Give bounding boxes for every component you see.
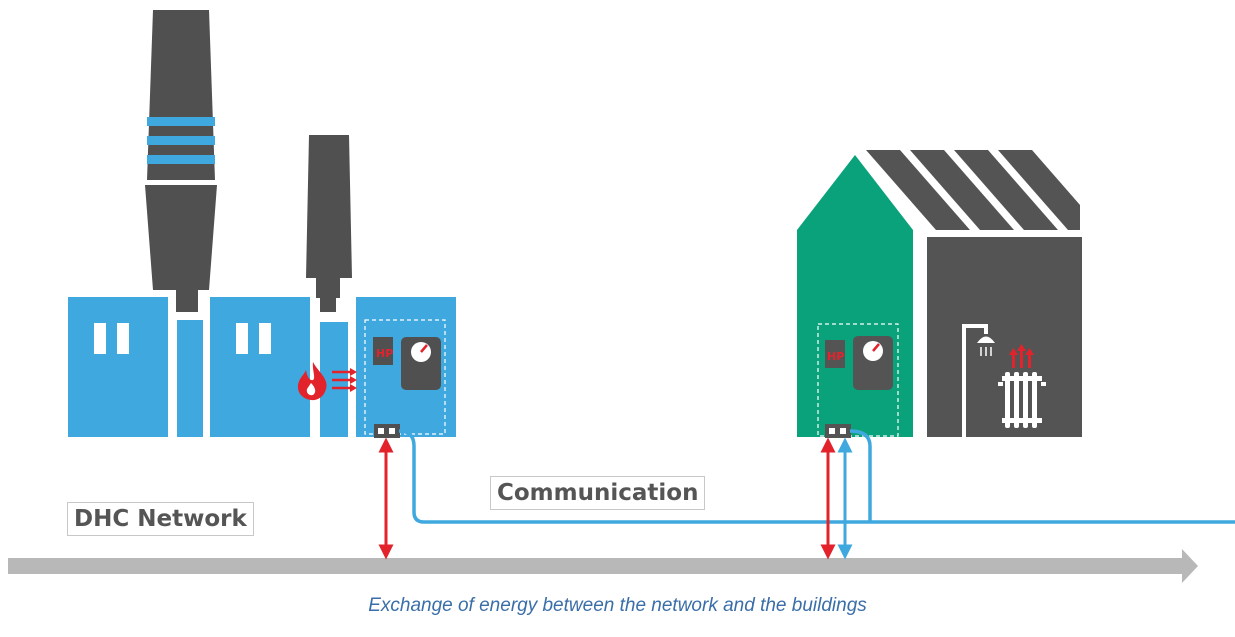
plant-block-2 bbox=[210, 297, 310, 437]
gauge-icon bbox=[411, 342, 431, 362]
communication-label: Communication bbox=[490, 476, 706, 510]
power-plant: HP bbox=[68, 10, 456, 438]
window bbox=[259, 323, 271, 354]
secondary-chimney bbox=[306, 135, 352, 312]
plant-substation: HP bbox=[364, 319, 446, 438]
storage-tank bbox=[853, 336, 893, 390]
shower-icon bbox=[962, 324, 995, 437]
fire-icon bbox=[297, 362, 327, 401]
dhc-network-label: DHC Network bbox=[67, 502, 254, 536]
roof-solar-panels bbox=[866, 150, 1080, 230]
window bbox=[94, 323, 106, 354]
heat-arrows-icon bbox=[332, 368, 357, 392]
storage-tank bbox=[401, 337, 441, 390]
house-substation: HP bbox=[817, 323, 899, 438]
main-chimney bbox=[145, 10, 217, 312]
heat-rising-icon bbox=[1009, 344, 1034, 368]
radiator-icon bbox=[998, 372, 1046, 428]
plant-connector-box bbox=[374, 424, 400, 438]
house-connector-box bbox=[825, 424, 851, 438]
house-gray-section bbox=[927, 237, 1082, 437]
heat-pump-unit bbox=[825, 340, 845, 368]
window bbox=[117, 323, 129, 354]
window bbox=[236, 323, 248, 354]
plant-block-1 bbox=[68, 297, 168, 437]
communication-line bbox=[398, 429, 1235, 524]
house-green-section bbox=[797, 155, 913, 437]
energy-exchange-arrows bbox=[378, 437, 853, 560]
plant-connector-1 bbox=[177, 320, 203, 437]
figure-caption: Exchange of energy between the network a… bbox=[368, 595, 867, 616]
dhc-network-pipe bbox=[8, 549, 1198, 583]
heat-pump-label: HP bbox=[376, 347, 393, 360]
gauge-icon bbox=[863, 341, 883, 361]
heat-pump-label: HP bbox=[827, 350, 844, 363]
house: HP bbox=[797, 150, 1082, 438]
heat-pump-unit bbox=[373, 337, 393, 365]
